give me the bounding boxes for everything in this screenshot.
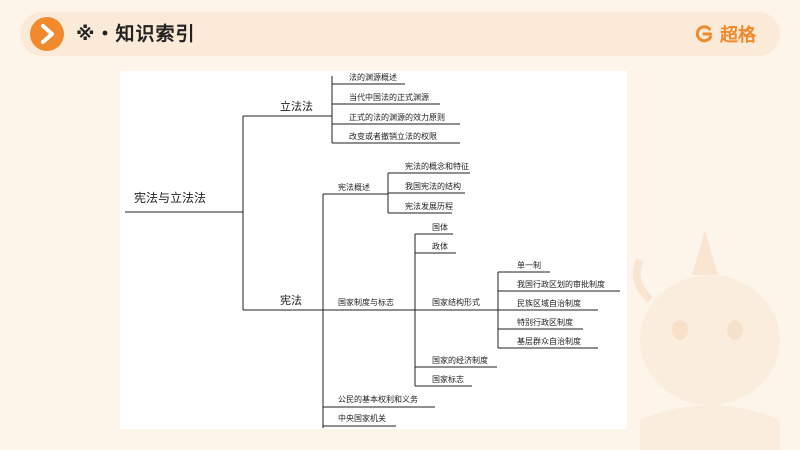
unicorn-mascot-icon bbox=[632, 230, 780, 450]
mindmap-leaf: 基层群众自治制度 bbox=[517, 337, 581, 346]
mindmap-leaf: 特别行政区制度 bbox=[517, 318, 573, 327]
mindmap-leaf: 宪法的概念和特征 bbox=[405, 162, 469, 171]
mindmap-leaf: 民族区域自治制度 bbox=[517, 299, 581, 308]
header-bar bbox=[20, 12, 780, 56]
mindmap-branch-constitution: 宪法 bbox=[280, 294, 302, 307]
mindmap-leaf: 我国行政区划的审批制度 bbox=[517, 280, 605, 289]
mindmap-leaf: 当代中国法的正式渊源 bbox=[349, 93, 429, 102]
mindmap-leaf: 公民的基本权利和义务 bbox=[338, 395, 418, 404]
mindmap-leaf: 国体 bbox=[432, 223, 448, 232]
page-title: ※・知识索引 bbox=[76, 23, 196, 45]
mindmap-panel: 宪法与立法法 立法法 法的渊源概述 当代中国法的正式渊源 正式的法的渊源的效力原… bbox=[120, 71, 627, 429]
mindmap-root: 宪法与立法法 bbox=[134, 191, 207, 205]
mindmap-leaf: 政体 bbox=[432, 242, 448, 251]
mindmap-leaf: 正式的法的渊源的效力原则 bbox=[349, 113, 445, 122]
mindmap-branch-legislation-law: 立法法 bbox=[280, 100, 313, 113]
mindmap-node-state-structure: 国家结构形式 bbox=[432, 298, 480, 307]
mindmap-leaf: 法的渊源概述 bbox=[349, 73, 397, 82]
brand-logo: 超格 bbox=[694, 20, 756, 48]
mindmap-leaf: 改变或者撤销立法的权限 bbox=[349, 132, 437, 141]
brand-logo-icon bbox=[695, 25, 712, 43]
mindmap-leaf: 国家标志 bbox=[432, 375, 464, 384]
mindmap-node-state-system: 国家制度与标志 bbox=[338, 298, 394, 307]
mindmap-node-constitution-overview: 宪法概述 bbox=[338, 183, 370, 192]
mindmap-leaf: 国家的经济制度 bbox=[432, 356, 488, 365]
mindmap-leaf: 中央国家机关 bbox=[338, 414, 386, 423]
chevron-right-icon bbox=[30, 17, 64, 51]
mindmap-leaf: 单一制 bbox=[517, 261, 541, 270]
mindmap-leaf: 宪法发展历程 bbox=[405, 202, 453, 211]
brand-name: 超格 bbox=[720, 25, 756, 46]
mindmap-connectors bbox=[125, 76, 620, 428]
mindmap-leaf: 我国宪法的结构 bbox=[405, 182, 461, 191]
